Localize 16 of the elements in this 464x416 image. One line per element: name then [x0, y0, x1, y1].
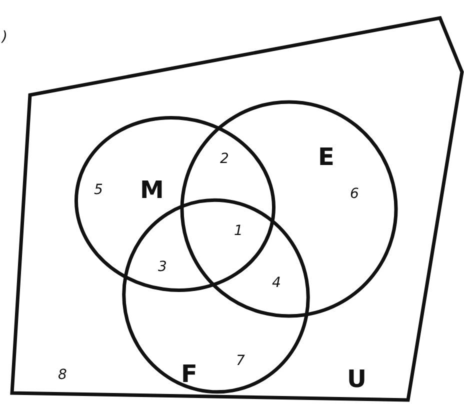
set-ellipse [72, 114, 278, 294]
set-letter: U [347, 367, 366, 391]
region-number: 7 [236, 354, 245, 368]
set-ellipse [120, 196, 312, 396]
region-number: 3 [158, 260, 167, 274]
region-number: 5 [94, 183, 103, 197]
set-letter: F [181, 362, 198, 386]
region-number: 6 [350, 187, 359, 201]
set-letter: M [140, 178, 164, 202]
region-number: 4 [272, 276, 281, 290]
set-letter: E [318, 145, 334, 169]
region-number: 8 [58, 368, 67, 382]
region-number: 1 [234, 224, 243, 238]
region-number: 2 [220, 152, 229, 166]
set-ellipse [178, 98, 400, 320]
panel-mark: ) [2, 30, 8, 44]
